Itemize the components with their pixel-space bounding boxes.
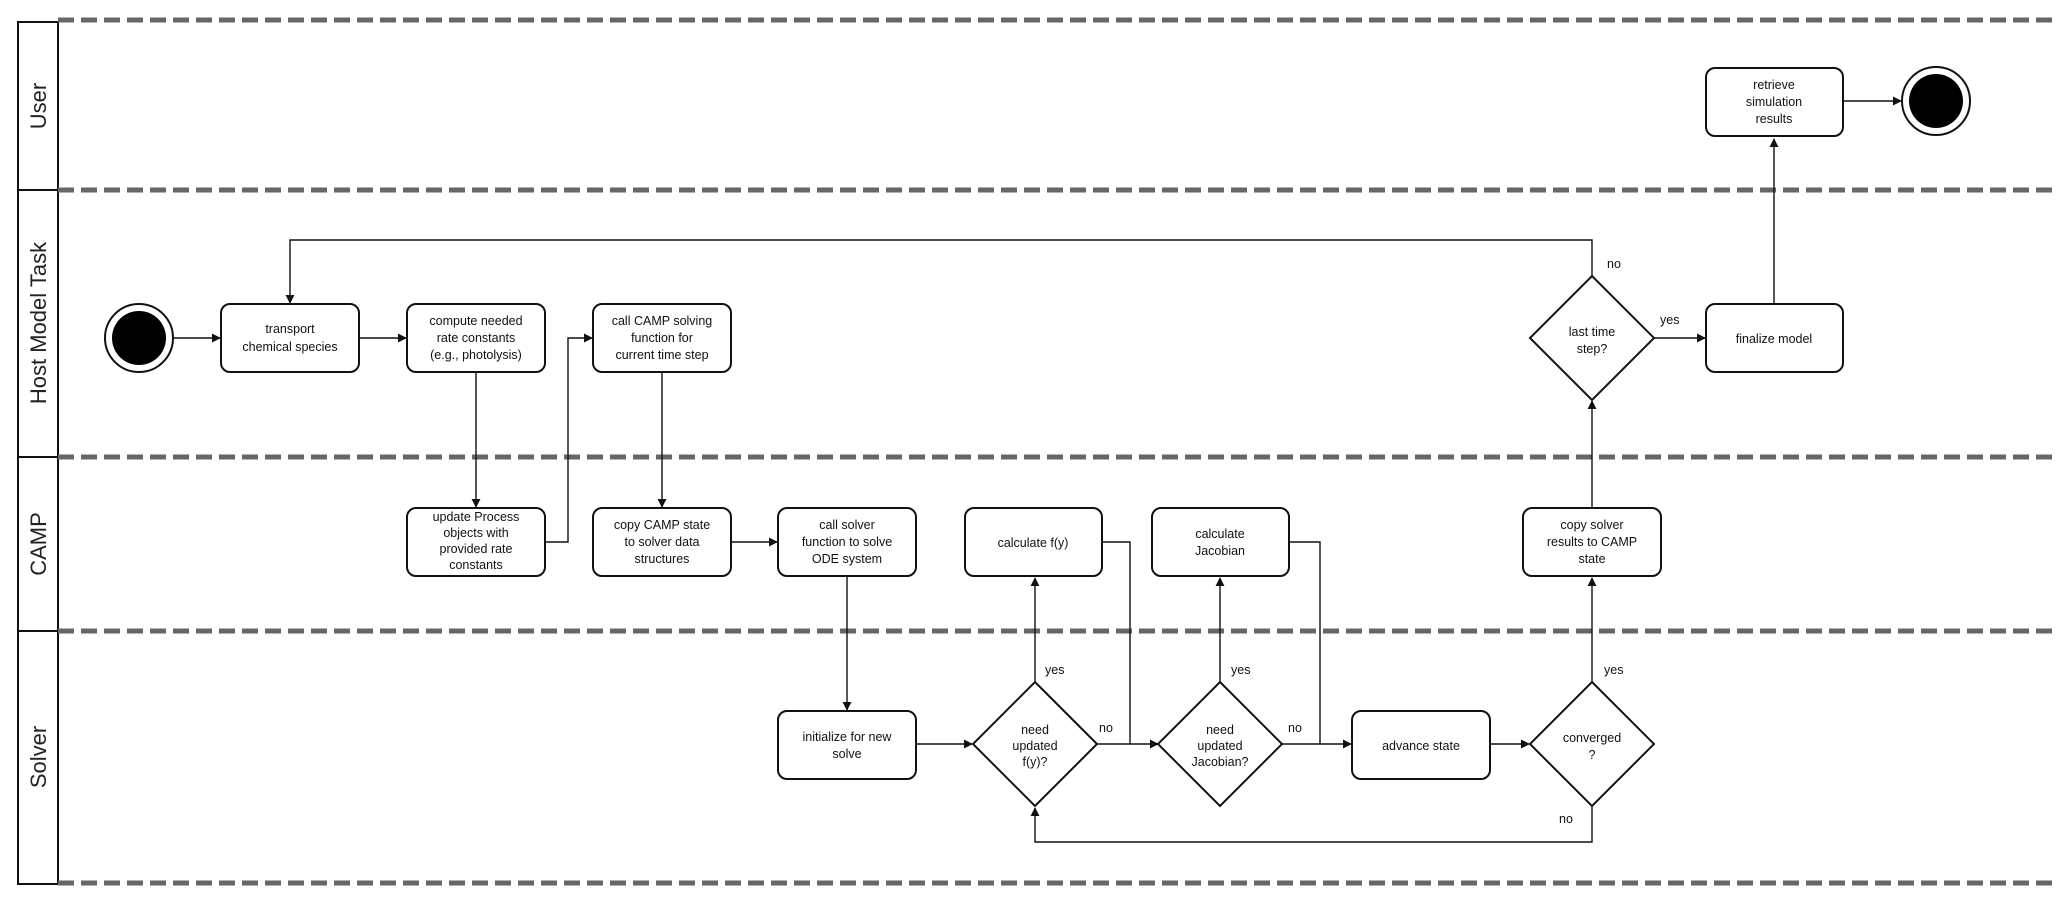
decision-converged: converged?: [1528, 680, 1656, 808]
start-node: [104, 303, 174, 373]
edge-label-last-yes: yes: [1660, 313, 1679, 327]
edge-label-jac-yes: yes: [1231, 663, 1250, 677]
action-advance-state: advance state: [1351, 710, 1491, 780]
edge-converged-no: [1030, 806, 1593, 843]
edge-label-conv-yes: yes: [1604, 663, 1623, 677]
lane-header-column: [17, 21, 59, 885]
edge-label-conv-no: no: [1559, 812, 1573, 826]
connectors: [174, 96, 1902, 843]
edge-laststep-no: [285, 239, 1593, 304]
node-label: converged?: [1563, 731, 1621, 762]
edge-calcjac-return: [1289, 541, 1321, 744]
edge-update-to-callcamp: [545, 333, 593, 543]
action-calculate-fy: calculate f(y): [964, 507, 1103, 577]
edge-label-last-no: no: [1607, 257, 1621, 271]
action-finalize-model: finalize model: [1705, 303, 1844, 373]
swimlane-frame: User Host Model Task CAMP Solver: [17, 17, 2052, 886]
edge-label-fy-yes: yes: [1045, 663, 1064, 677]
lane-label-camp: CAMP: [26, 512, 51, 576]
end-node: [1901, 66, 1971, 136]
edge-label-jac-no: no: [1288, 721, 1302, 735]
edge-labels: no yes yes no yes no yes no: [1045, 257, 1679, 826]
node-label: advance state: [1382, 739, 1460, 753]
lane-label-solver: Solver: [26, 726, 51, 788]
edge-label-fy-no: no: [1099, 721, 1113, 735]
lane-label-host-model-task: Host Model Task: [26, 241, 51, 404]
lane-label-user: User: [26, 83, 51, 129]
edge-calcfy-return: [1102, 541, 1131, 744]
node-label: calculate f(y): [998, 536, 1069, 550]
node-label: finalize model: [1736, 332, 1812, 346]
